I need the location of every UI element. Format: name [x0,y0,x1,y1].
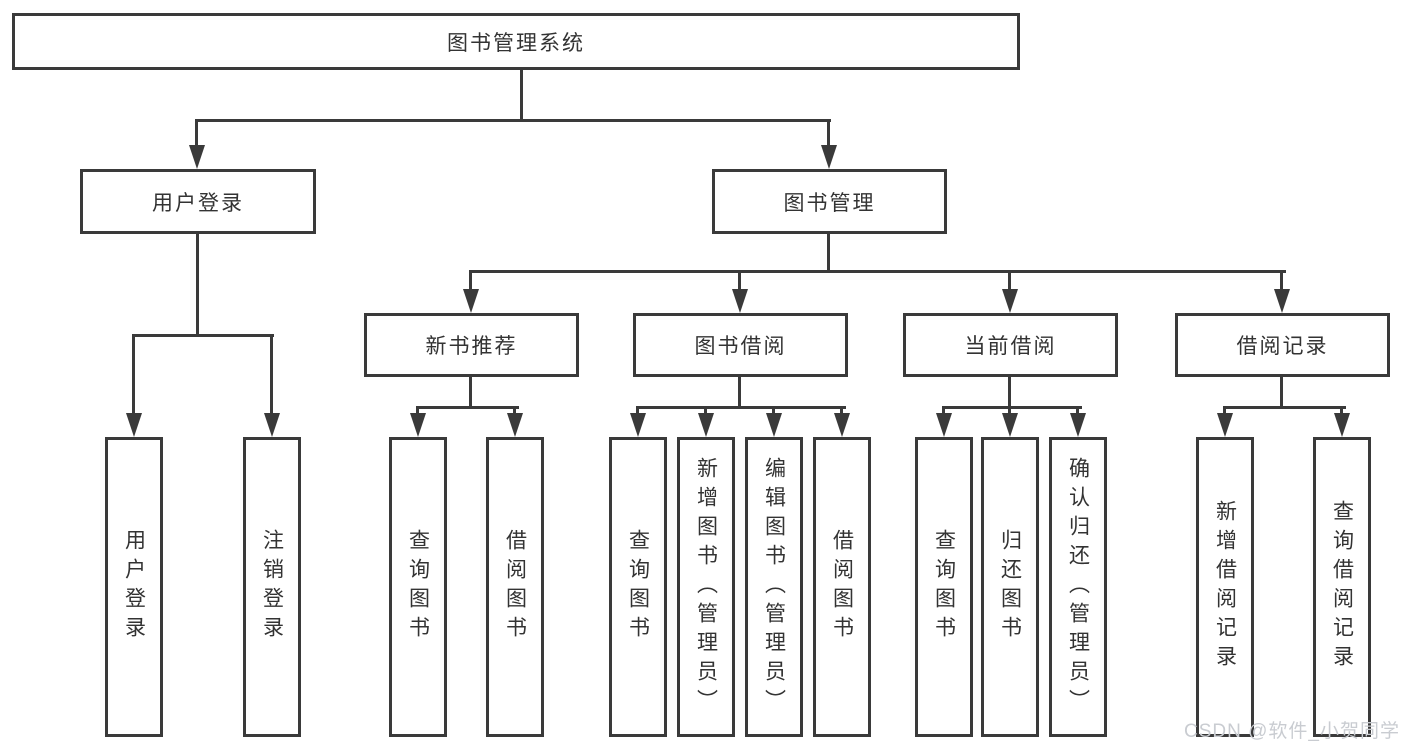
connector-hline [942,406,1082,409]
connector-hline [195,119,831,122]
node-current-borrow: 当前借阅 [903,313,1118,377]
arrow-head [410,413,426,437]
arrow-head [936,413,952,437]
arrow-head [1217,413,1233,437]
connector-hline [1223,406,1346,409]
leaf-user-login: 用户登录 [105,437,163,737]
arrow-head [821,145,837,169]
leaf-return-books: 归还图书 [981,437,1039,737]
arrow-head [1334,413,1350,437]
connector-vline [1280,270,1283,292]
connector-vline [1340,406,1343,416]
node-borrow-records: 借阅记录 [1175,313,1390,377]
connector-vline [1076,406,1079,416]
arrow-head [834,413,850,437]
leaf-logout: 注销登录 [243,437,301,737]
connector-hline [132,334,274,337]
connector-vline [416,406,419,416]
arrow-head [189,145,205,169]
connector-hline [636,406,846,409]
connector-vline [704,406,707,416]
connector-vline [772,406,775,416]
arrow-head [630,413,646,437]
connector-vline [520,70,523,120]
node-user-login: 用户登录 [80,169,316,234]
arrow-head [463,289,479,313]
connector-vline [827,234,830,273]
connector-vline [636,406,639,416]
node-book-borrow: 图书借阅 [633,313,848,377]
leaf-edit-book-admin: 编辑图书（管理员） [745,437,803,737]
arrow-head [264,413,280,437]
leaf-borrow-books: 借阅图书 [486,437,544,737]
node-book-management: 图书管理 [712,169,947,234]
arrow-head [1070,413,1086,437]
arrow-head [1002,289,1018,313]
connector-vline [1280,377,1283,409]
arrow-head [507,413,523,437]
arrow-head [1002,413,1018,437]
connector-vline [469,270,472,292]
connector-vline [1008,377,1011,409]
csdn-watermark: CSDN @软件_小贺同学 [1184,721,1400,742]
leaf-query-books: 查询图书 [609,437,667,737]
connector-vline [1223,406,1226,416]
connector-vline [1008,270,1011,292]
connector-hline [416,406,519,409]
arrow-head [698,413,714,437]
node-root-library-system: 图书管理系统 [12,13,1020,70]
arrow-head [766,413,782,437]
connector-vline [827,119,830,147]
leaf-query-borrow-record: 查询借阅记录 [1313,437,1371,737]
arrow-head [1274,289,1290,313]
connector-vline [195,119,198,147]
connector-vline [132,334,135,416]
leaf-add-book-admin: 新增图书（管理员） [677,437,735,737]
arrow-head [732,289,748,313]
leaf-query-books: 查询图书 [915,437,973,737]
connector-vline [738,270,741,292]
leaf-confirm-return-admin: 确认归还（管理员） [1049,437,1107,737]
connector-vline [840,406,843,416]
connector-vline [942,406,945,416]
arrow-head [126,413,142,437]
leaf-query-books: 查询图书 [389,437,447,737]
connector-vline [513,406,516,416]
connector-vline [738,377,741,409]
leaf-borrow-books: 借阅图书 [813,437,871,737]
connector-vline [270,334,273,416]
connector-vline [469,377,472,409]
node-new-book-recommend: 新书推荐 [364,313,579,377]
connector-vline [196,234,199,337]
connector-hline [469,270,1286,273]
connector-vline [1008,406,1011,416]
leaf-add-borrow-record: 新增借阅记录 [1196,437,1254,737]
